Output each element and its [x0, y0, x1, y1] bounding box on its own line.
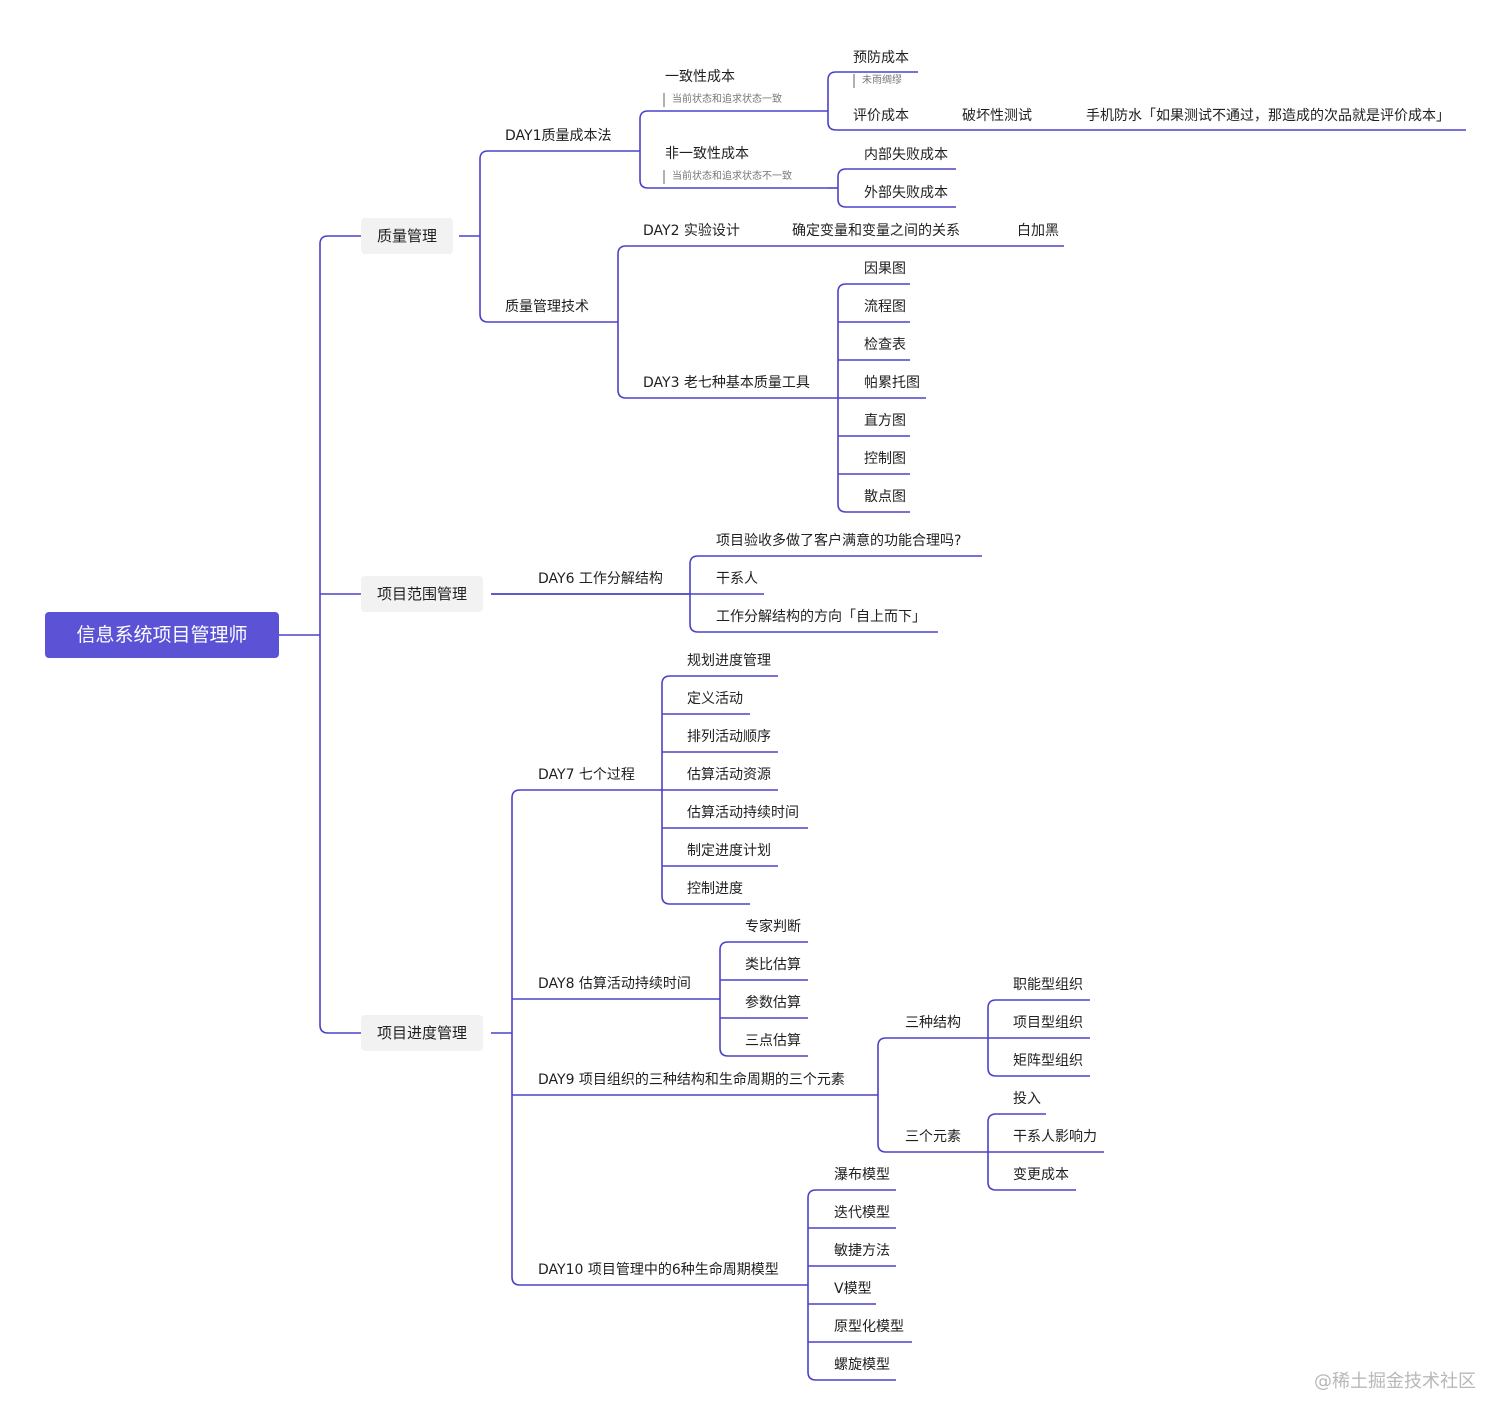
scope-item[interactable]: 工作分解结构的方向「自上而下」 [716, 609, 926, 625]
branch-scope[interactable]: 项目范围管理 [361, 576, 484, 612]
schedule-day10[interactable]: DAY10 项目管理中的6种生命周期模型 [538, 1262, 779, 1278]
structure-item[interactable]: 职能型组织 [1013, 977, 1083, 993]
connector [837, 168, 956, 178]
process-item[interactable]: 制定进度计划 [687, 843, 771, 859]
model-item[interactable]: 迭代模型 [834, 1205, 890, 1221]
destructive-test[interactable]: 破坏性测试 [962, 108, 1032, 124]
schedule-day7[interactable]: DAY7 七个过程 [538, 767, 635, 783]
three-elements[interactable]: 三个元素 [905, 1129, 961, 1145]
element-item[interactable]: 干系人影响力 [1013, 1129, 1097, 1145]
process-item[interactable]: 控制进度 [687, 881, 743, 897]
connector [827, 71, 918, 81]
connector [837, 283, 910, 293]
connector [689, 555, 982, 565]
connector [639, 179, 828, 189]
phone-example[interactable]: 手机防水「如果测试不通过，那造成的次品就是评价成本」 [1086, 108, 1450, 124]
model-item[interactable]: 瀑布模型 [834, 1167, 890, 1183]
connector [827, 121, 1466, 131]
connector [987, 1113, 1046, 1123]
process-item[interactable]: 规划进度管理 [687, 653, 771, 669]
connector [987, 1181, 1076, 1191]
connector [689, 623, 938, 633]
tool-item[interactable]: 检查表 [864, 337, 906, 353]
estimate-item[interactable]: 三点估算 [745, 1033, 801, 1049]
branch-quality[interactable]: 质量管理 [361, 218, 454, 254]
scope-day6[interactable]: DAY6 工作分解结构 [538, 571, 663, 587]
connector [661, 895, 750, 905]
scope-item[interactable]: 干系人 [716, 571, 758, 587]
model-item[interactable]: 敏捷方法 [834, 1243, 890, 1259]
connector [319, 1024, 361, 1034]
process-item[interactable]: 估算活动持续时间 [687, 805, 799, 821]
element-item[interactable]: 变更成本 [1013, 1167, 1069, 1183]
model-item[interactable]: 原型化模型 [834, 1319, 904, 1335]
connector [807, 1189, 896, 1199]
process-item[interactable]: 定义活动 [687, 691, 743, 707]
connector [719, 941, 808, 951]
prevention-cost[interactable]: 预防成本 [853, 50, 909, 66]
conformance-cost[interactable]: 一致性成本 [665, 69, 735, 85]
connector [837, 198, 956, 208]
appraisal-cost[interactable]: 评价成本 [853, 108, 909, 124]
structure-item[interactable]: 矩阵型组织 [1013, 1053, 1083, 1069]
quality-day3[interactable]: DAY3 老七种基本质量工具 [643, 375, 810, 391]
tool-item[interactable]: 散点图 [864, 489, 906, 505]
model-item[interactable]: 螺旋模型 [834, 1357, 890, 1373]
connector [511, 789, 660, 799]
estimate-item[interactable]: 专家判断 [745, 919, 801, 935]
connector [807, 1371, 896, 1381]
connector [639, 110, 828, 120]
three-structures[interactable]: 三种结构 [905, 1015, 961, 1031]
connector [617, 389, 838, 399]
process-item[interactable]: 排列活动顺序 [687, 729, 771, 745]
tool-item[interactable]: 帕累托图 [864, 375, 920, 391]
model-item[interactable]: V模型 [834, 1281, 872, 1297]
connector [479, 150, 640, 160]
connector [479, 313, 618, 323]
quality-techniques[interactable]: 质量管理技术 [505, 299, 589, 315]
watermark: @稀土掘金技术社区 [1314, 1371, 1476, 1392]
tool-item[interactable]: 因果图 [864, 261, 906, 277]
connector [837, 503, 910, 513]
connector [319, 235, 361, 245]
connector [719, 1047, 808, 1057]
connector [987, 999, 1090, 1009]
nonconformance-note: 当前状态和追求状态不一致 [663, 170, 792, 184]
connector [511, 1276, 808, 1286]
tool-item[interactable]: 流程图 [864, 299, 906, 315]
tool-item[interactable]: 直方图 [864, 413, 906, 429]
element-item[interactable]: 投入 [1013, 1091, 1041, 1107]
prevention-note: 未雨绸缪 [853, 74, 902, 88]
connector [987, 1067, 1090, 1077]
connector [877, 1143, 988, 1153]
connector [617, 245, 1064, 255]
branch-schedule[interactable]: 项目进度管理 [361, 1015, 484, 1051]
estimate-item[interactable]: 参数估算 [745, 995, 801, 1011]
schedule-day9[interactable]: DAY9 项目组织的三种结构和生命周期的三个元素 [538, 1072, 845, 1088]
external-failure-cost[interactable]: 外部失败成本 [864, 185, 948, 201]
schedule-day8[interactable]: DAY8 估算活动持续时间 [538, 976, 691, 992]
conformance-note: 当前状态和追求状态一致 [663, 93, 782, 107]
variables-relation[interactable]: 确定变量和变量之间的关系 [792, 223, 960, 239]
quality-day2[interactable]: DAY2 实验设计 [643, 223, 740, 239]
nonconformance-cost[interactable]: 非一致性成本 [665, 146, 749, 162]
connector [877, 1037, 988, 1047]
white-plus-black[interactable]: 白加黑 [1017, 223, 1059, 239]
connector [661, 675, 778, 685]
estimate-item[interactable]: 类比估算 [745, 957, 801, 973]
process-item[interactable]: 估算活动资源 [687, 767, 771, 783]
tool-item[interactable]: 控制图 [864, 451, 906, 467]
root-node[interactable]: 信息系统项目管理师 [45, 612, 279, 658]
internal-failure-cost[interactable]: 内部失败成本 [864, 147, 948, 163]
quality-day1[interactable]: DAY1质量成本法 [505, 128, 612, 144]
scope-item[interactable]: 项目验收多做了客户满意的功能合理吗? [716, 533, 962, 549]
structure-item[interactable]: 项目型组织 [1013, 1015, 1083, 1031]
